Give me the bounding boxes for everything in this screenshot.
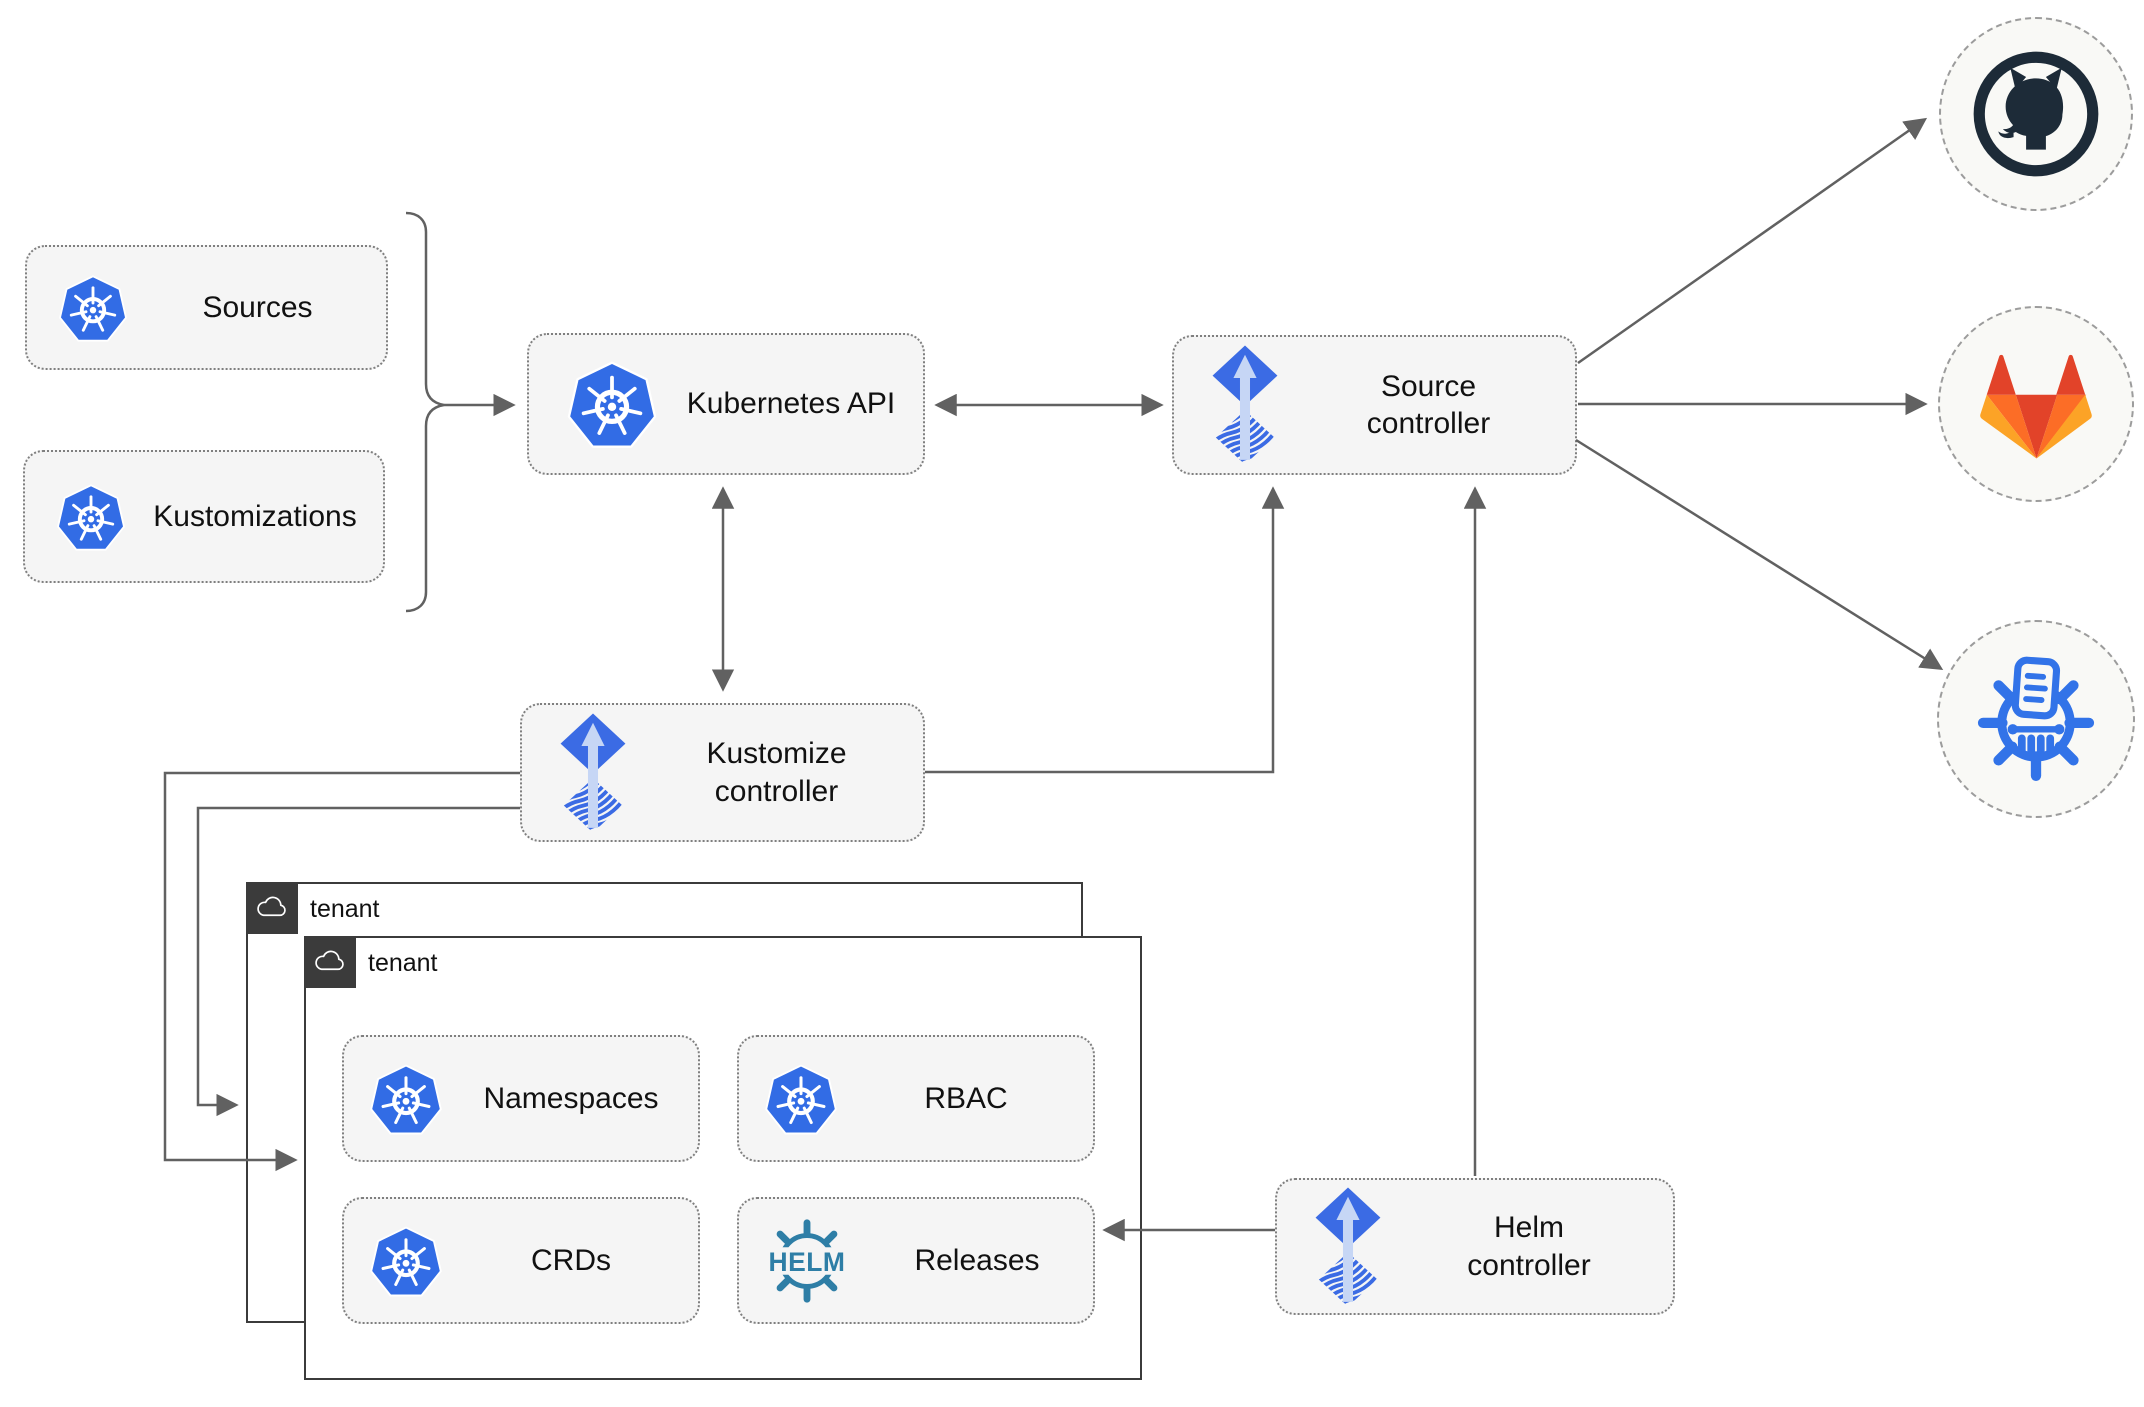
connector-kustomize-to-source-controller xyxy=(925,486,1285,774)
node-label: Kubernetes API xyxy=(686,387,896,421)
node-label: Sources xyxy=(202,290,313,324)
node-label: Source controller xyxy=(1366,369,1491,441)
chartmuseum-icon xyxy=(1965,648,2107,790)
kubernetes-icon xyxy=(368,1061,444,1137)
node-label: RBAC xyxy=(924,1081,1008,1115)
gitlab-icon xyxy=(1972,340,2100,468)
cloud-icon xyxy=(313,949,347,975)
target-gitlab xyxy=(1938,306,2134,502)
cloud-icon xyxy=(255,895,289,921)
flux-icon xyxy=(1208,344,1282,466)
node-namespaces: Namespaces xyxy=(342,1035,700,1162)
kubernetes-icon xyxy=(565,357,659,451)
tenant-label: tenant xyxy=(368,949,438,977)
node-label: CRDs xyxy=(531,1243,611,1277)
bracket-sources-kustomizations xyxy=(405,211,445,613)
node-kubernetes-api: Kubernetes API xyxy=(527,333,925,475)
github-icon xyxy=(1970,48,2102,180)
node-label: Helm controller xyxy=(1467,1211,1591,1282)
node-kustomize-controller: Kustomize controller xyxy=(520,703,925,842)
tenant-box-inner: tenant Namespaces RBAC CRDs Releases xyxy=(303,935,1142,1380)
node-releases: Releases xyxy=(737,1197,1095,1324)
tenant-tab xyxy=(303,935,356,988)
connector-source-to-chartmuseum xyxy=(1575,438,1944,670)
flux-icon xyxy=(556,712,630,834)
target-chartmuseum xyxy=(1937,620,2135,818)
target-github xyxy=(1939,17,2133,211)
kubernetes-icon xyxy=(763,1061,839,1137)
node-crds: CRDs xyxy=(342,1197,700,1324)
tenant-label: tenant xyxy=(310,895,380,923)
node-sources: Sources xyxy=(25,245,388,370)
node-kustomizations: Kustomizations xyxy=(23,450,385,583)
flux-icon xyxy=(1311,1186,1385,1308)
node-rbac: RBAC xyxy=(737,1035,1095,1162)
kubernetes-icon xyxy=(55,481,127,553)
helm-icon xyxy=(753,1212,861,1310)
node-source-controller: Source controller xyxy=(1172,335,1577,475)
kubernetes-icon xyxy=(57,272,129,344)
kubernetes-icon xyxy=(368,1223,444,1299)
tenant-tab xyxy=(245,881,298,934)
node-helm-controller: Helm controller xyxy=(1275,1178,1675,1315)
node-label: Releases xyxy=(914,1243,1040,1277)
node-label: Kustomize controller xyxy=(706,737,847,808)
node-label: Namespaces xyxy=(483,1081,659,1115)
node-label: Kustomizations xyxy=(153,499,357,533)
connector-source-to-github xyxy=(1577,117,1928,365)
